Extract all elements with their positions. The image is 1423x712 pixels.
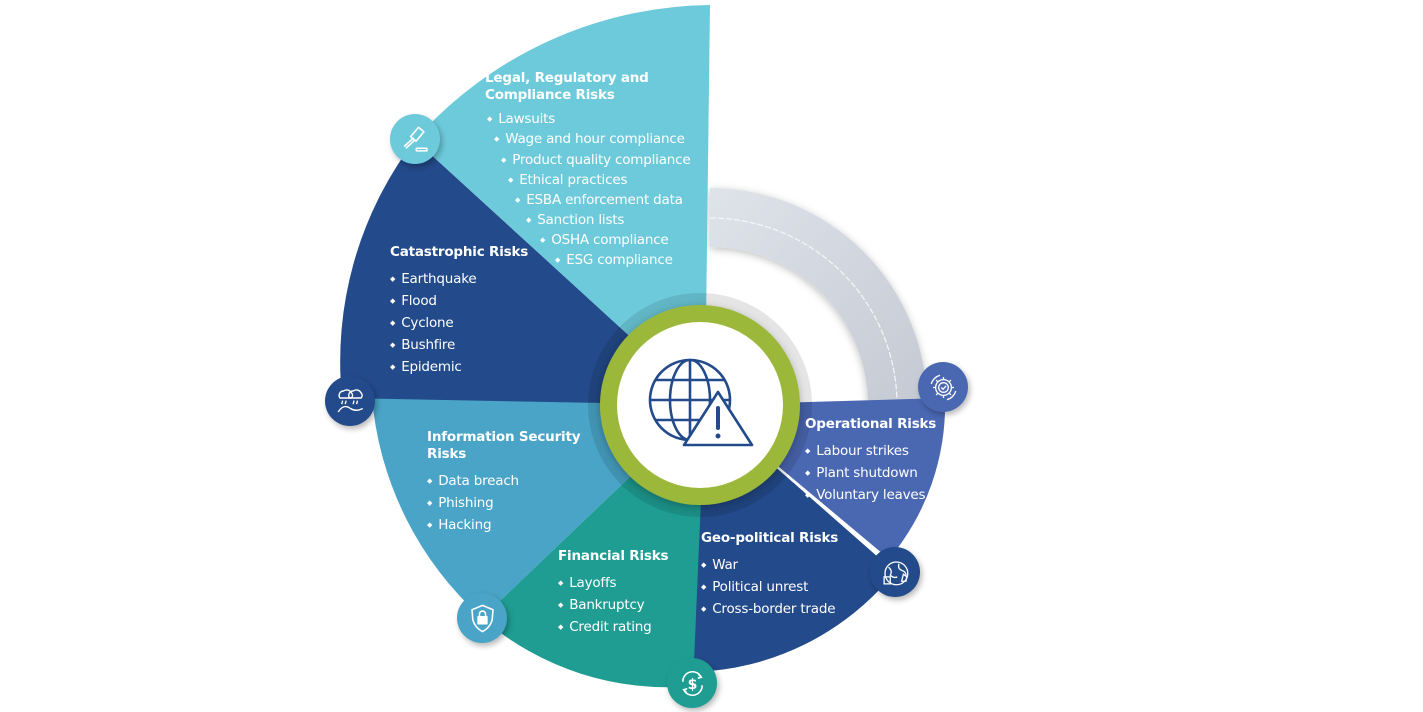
- item-list: Layoffs Bankruptcy Credit rating: [558, 573, 668, 639]
- segment-title: Financial Risks: [558, 548, 669, 564]
- list-item: Cyclone: [390, 313, 528, 335]
- list-item: Labour strikes: [805, 441, 936, 463]
- shield-lock-icon: [457, 593, 507, 643]
- list-item: Political unrest: [701, 577, 838, 599]
- list-item: Phishing: [427, 493, 580, 515]
- segment-title: Risks: [427, 446, 467, 462]
- list-item: Credit rating: [558, 617, 668, 639]
- gear-check-icon: [918, 362, 968, 412]
- segment-information-security-label: Information Security Risks Data breach P…: [427, 429, 581, 537]
- item-list: Labour strikes Plant shutdown Voluntary …: [805, 441, 936, 507]
- list-item: Product quality compliance: [501, 150, 690, 172]
- segment-financial-label: Financial Risks Layoffs Bankruptcy Credi…: [558, 548, 669, 639]
- list-item: Plant shutdown: [805, 463, 936, 485]
- globe-warning-icon: [648, 358, 754, 447]
- list-item: Sanction lists: [526, 210, 624, 232]
- segment-title: Catastrophic Risks: [390, 244, 529, 260]
- list-item: Voluntary leaves: [805, 485, 936, 507]
- list-item: Hacking: [427, 515, 580, 537]
- list-item: War: [701, 555, 838, 577]
- list-item: Earthquake: [390, 269, 528, 291]
- gavel-icon: [390, 114, 440, 164]
- list-item: Bankruptcy: [558, 595, 668, 617]
- segment-legal-label: Legal, Regulatory and Compliance Risks: [485, 70, 649, 104]
- segment-title: Legal, Regulatory and: [485, 70, 649, 86]
- list-item: ESG compliance: [555, 250, 673, 272]
- segment-operational-label: Operational Risks Labour strikes Plant s…: [805, 416, 936, 507]
- dollar-cycle-icon: $: [667, 658, 717, 708]
- list-item: Ethical practices: [508, 170, 627, 192]
- list-item: OSHA compliance: [540, 230, 669, 252]
- segment-geo-political-label: Geo-political Risks War Political unrest…: [701, 530, 838, 621]
- list-item: Cross-border trade: [701, 599, 838, 621]
- list-item: Lawsuits: [487, 109, 555, 131]
- globe-chess-icon: [870, 547, 920, 597]
- list-item: Wage and hour compliance: [494, 129, 685, 151]
- list-item: Data breach: [427, 471, 580, 493]
- item-list: Earthquake Flood Cyclone Bushfire Epidem…: [390, 269, 528, 379]
- list-item: Flood: [390, 291, 528, 313]
- storm-flood-icon: [325, 376, 375, 426]
- svg-text:$: $: [687, 676, 697, 692]
- list-item: Epidemic: [390, 357, 528, 379]
- item-list: War Political unrest Cross-border trade: [701, 555, 838, 621]
- decorative-grey-arc: [709, 188, 927, 406]
- segment-title: Operational Risks: [805, 416, 937, 432]
- list-item: Layoffs: [558, 573, 668, 595]
- segment-title: Geo-political Risks: [701, 530, 839, 546]
- item-list: Data breach Phishing Hacking: [427, 471, 580, 537]
- segment-title: Compliance Risks: [485, 87, 615, 103]
- segment-catastrophic-label: Catastrophic Risks Earthquake Flood Cycl…: [390, 244, 528, 379]
- list-item: Bushfire: [390, 335, 528, 357]
- list-item: ESBA enforcement data: [515, 190, 683, 212]
- segment-title: Information Security: [427, 429, 581, 445]
